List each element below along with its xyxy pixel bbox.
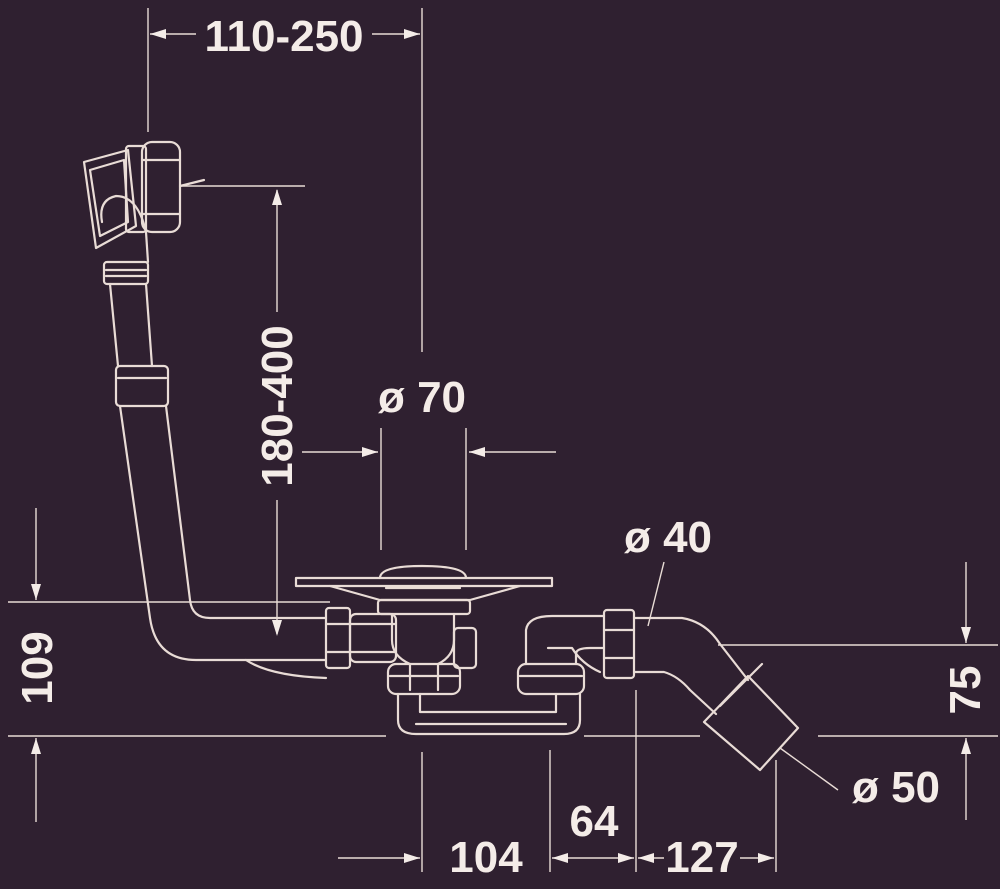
label-overflow-height: 180-400 <box>253 325 302 486</box>
dimension-arrows <box>31 29 971 863</box>
label-height-109: 109 <box>13 631 62 704</box>
dimension-lines <box>8 8 998 872</box>
label-offset-104: 104 <box>449 833 523 882</box>
label-pipe-diameter-50: ø 50 <box>852 763 940 812</box>
label-drain-diameter: ø 70 <box>378 373 466 422</box>
dimension-labels: 110-250 180-400 ø 70 ø 40 ø 50 109 75 10… <box>13 12 990 882</box>
label-offset-127: 127 <box>665 833 738 882</box>
label-height-75: 75 <box>941 666 990 715</box>
overflow-head <box>82 140 206 250</box>
drain-body <box>294 564 606 736</box>
connector-nut <box>324 606 398 670</box>
outlet-pipe <box>546 608 800 772</box>
label-offset-64: 64 <box>570 797 619 846</box>
overflow-pipe <box>100 194 328 680</box>
label-overflow-spacing: 110-250 <box>204 12 363 61</box>
label-pipe-diameter-40: ø 40 <box>624 513 712 562</box>
